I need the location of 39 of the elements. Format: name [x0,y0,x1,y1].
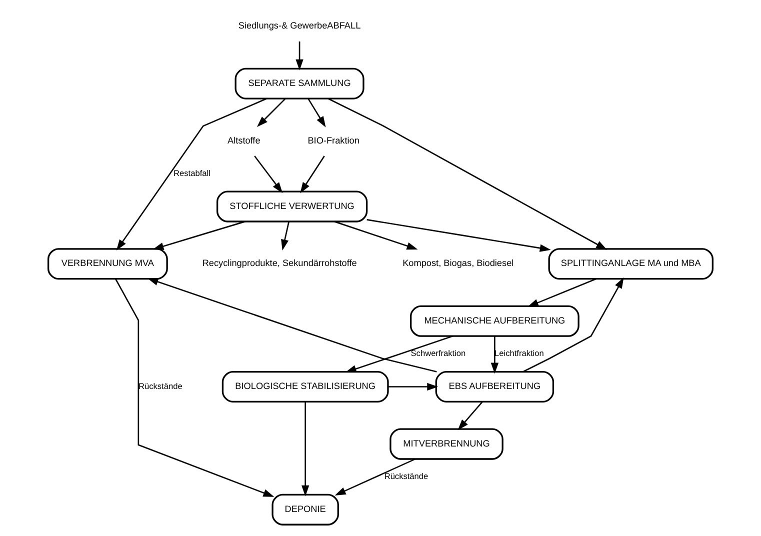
arrow [388,382,438,391]
node-text: Recyclingprodukte, Sekundärrohstoffe [202,258,357,268]
arrow [302,402,310,496]
edge-label: Schwerfraktion [410,348,466,358]
edge-label: Rückstände [384,470,428,481]
arrow [281,222,290,251]
arrow [147,278,437,372]
arrow [296,42,304,70]
arrow [256,98,286,128]
arrow [308,98,326,128]
arrow [300,156,325,194]
edge-label: Restabfall [174,168,210,178]
arrow [254,156,283,194]
arrow [115,278,274,497]
arrow [522,277,624,372]
node-box: MITVERBRENNUNG [390,428,504,460]
node-box: DEPONIE [272,494,339,526]
node-text: Siedlungs-& GewerbeABFALL [238,20,361,31]
arrow [458,401,483,430]
node-box: SPLITTINGANLAGE MA und MBA [548,248,714,280]
arrow [334,458,416,496]
node-box: SEPARATE SAMMLUNG [234,68,364,100]
node-text: Altstoffe [227,135,260,146]
arrow [116,98,267,251]
arrow [366,219,551,252]
arrow [490,336,499,374]
node-box: BIOLOGISCHE STABILISIERUNG [222,370,389,403]
arrow [345,336,453,373]
node-text: Kompost, Biogas, Biodiesel [402,258,514,268]
arrow [328,98,608,250]
node-box: VERBRENNUNG MVA [48,248,168,280]
node-box: EBS AUFBEREITUNG [435,370,554,403]
edge-label: Rückstände [138,380,182,391]
node-box: STOFFLICHE VERWERTUNG [216,190,368,222]
node-box: MECHANISCHE AUFBEREITUNG [410,305,580,337]
node-text: BIO-Fraktion [308,135,360,146]
arrow [334,220,418,250]
arrow [527,278,596,307]
arrow [152,220,246,250]
